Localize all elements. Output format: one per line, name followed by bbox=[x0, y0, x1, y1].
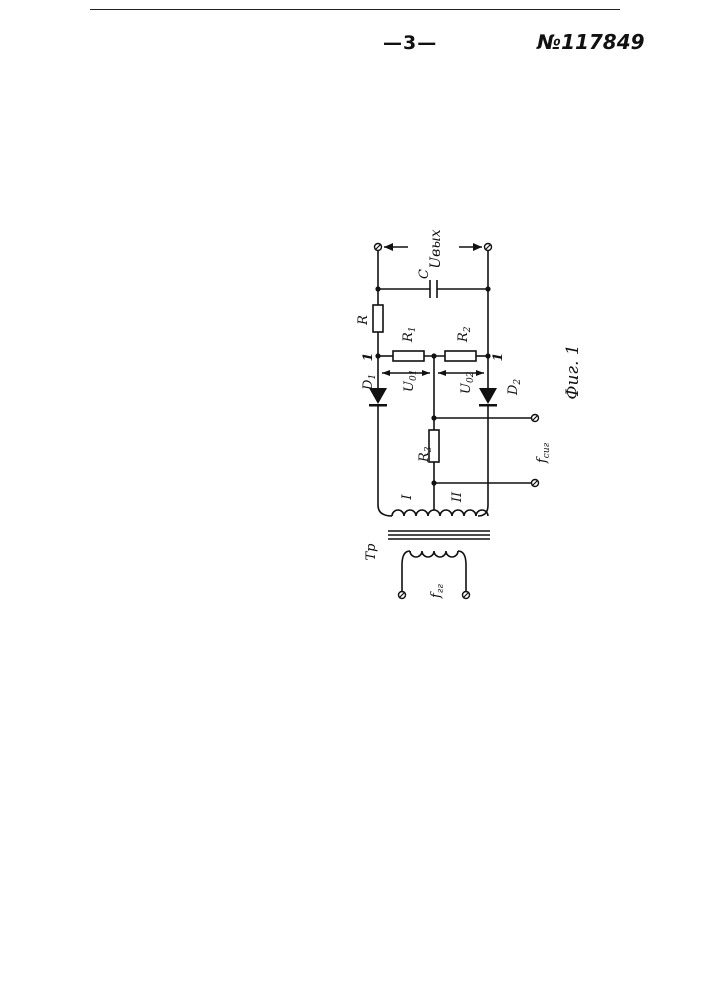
arrowhead-out-left bbox=[384, 243, 393, 251]
label-winding-ii: II bbox=[450, 491, 465, 503]
resistor-r bbox=[373, 305, 383, 332]
label-heterodyne-frequency: fгг bbox=[429, 584, 446, 599]
arrowhead-u02-left bbox=[438, 370, 446, 376]
arrowhead-u02-right bbox=[476, 370, 484, 376]
arrowhead-u01-right bbox=[422, 370, 430, 376]
junction-dot bbox=[375, 353, 380, 358]
diode-d1-bar bbox=[369, 404, 387, 407]
resistor-r2 bbox=[445, 351, 476, 361]
label-transformer: Тр bbox=[364, 543, 379, 561]
label-node-1-right: 1 bbox=[491, 352, 506, 361]
arrowhead-out-right bbox=[473, 243, 482, 251]
label-winding-i: I bbox=[400, 494, 415, 501]
secondary-coil bbox=[392, 510, 488, 516]
wire-left-to-coil bbox=[378, 505, 392, 516]
junction-dot bbox=[485, 286, 490, 291]
figure-caption: Фиг. 1 bbox=[563, 344, 583, 399]
diode-d2 bbox=[479, 388, 497, 404]
label-resistor-r3: R3 bbox=[417, 446, 434, 463]
primary-coil bbox=[410, 551, 458, 557]
label-signal-frequency: fсиг bbox=[535, 442, 552, 464]
label-node-1-left: 1 bbox=[361, 352, 376, 361]
junction-dot bbox=[431, 353, 436, 358]
resistor-r1 bbox=[393, 351, 424, 361]
label-capacitor: C bbox=[417, 269, 432, 279]
label-resistor-r1: R1 bbox=[401, 326, 418, 343]
arrowhead-u01-left bbox=[382, 370, 390, 376]
junction-dot bbox=[431, 415, 436, 420]
label-u02: U02 bbox=[459, 371, 476, 394]
label-diode-d2: D2 bbox=[506, 379, 523, 396]
label-resistor-r: R bbox=[356, 315, 371, 326]
junction-dot bbox=[485, 353, 490, 358]
label-diode-d1: D1 bbox=[361, 374, 378, 391]
diode-d2-bar bbox=[479, 404, 497, 407]
label-resistor-r2: R2 bbox=[456, 326, 473, 343]
junction-dot bbox=[431, 480, 436, 485]
label-u-out: Uвых bbox=[428, 229, 444, 268]
wire-primary-right bbox=[458, 551, 466, 592]
junction-dot bbox=[375, 286, 380, 291]
wire-primary-left bbox=[402, 551, 410, 592]
